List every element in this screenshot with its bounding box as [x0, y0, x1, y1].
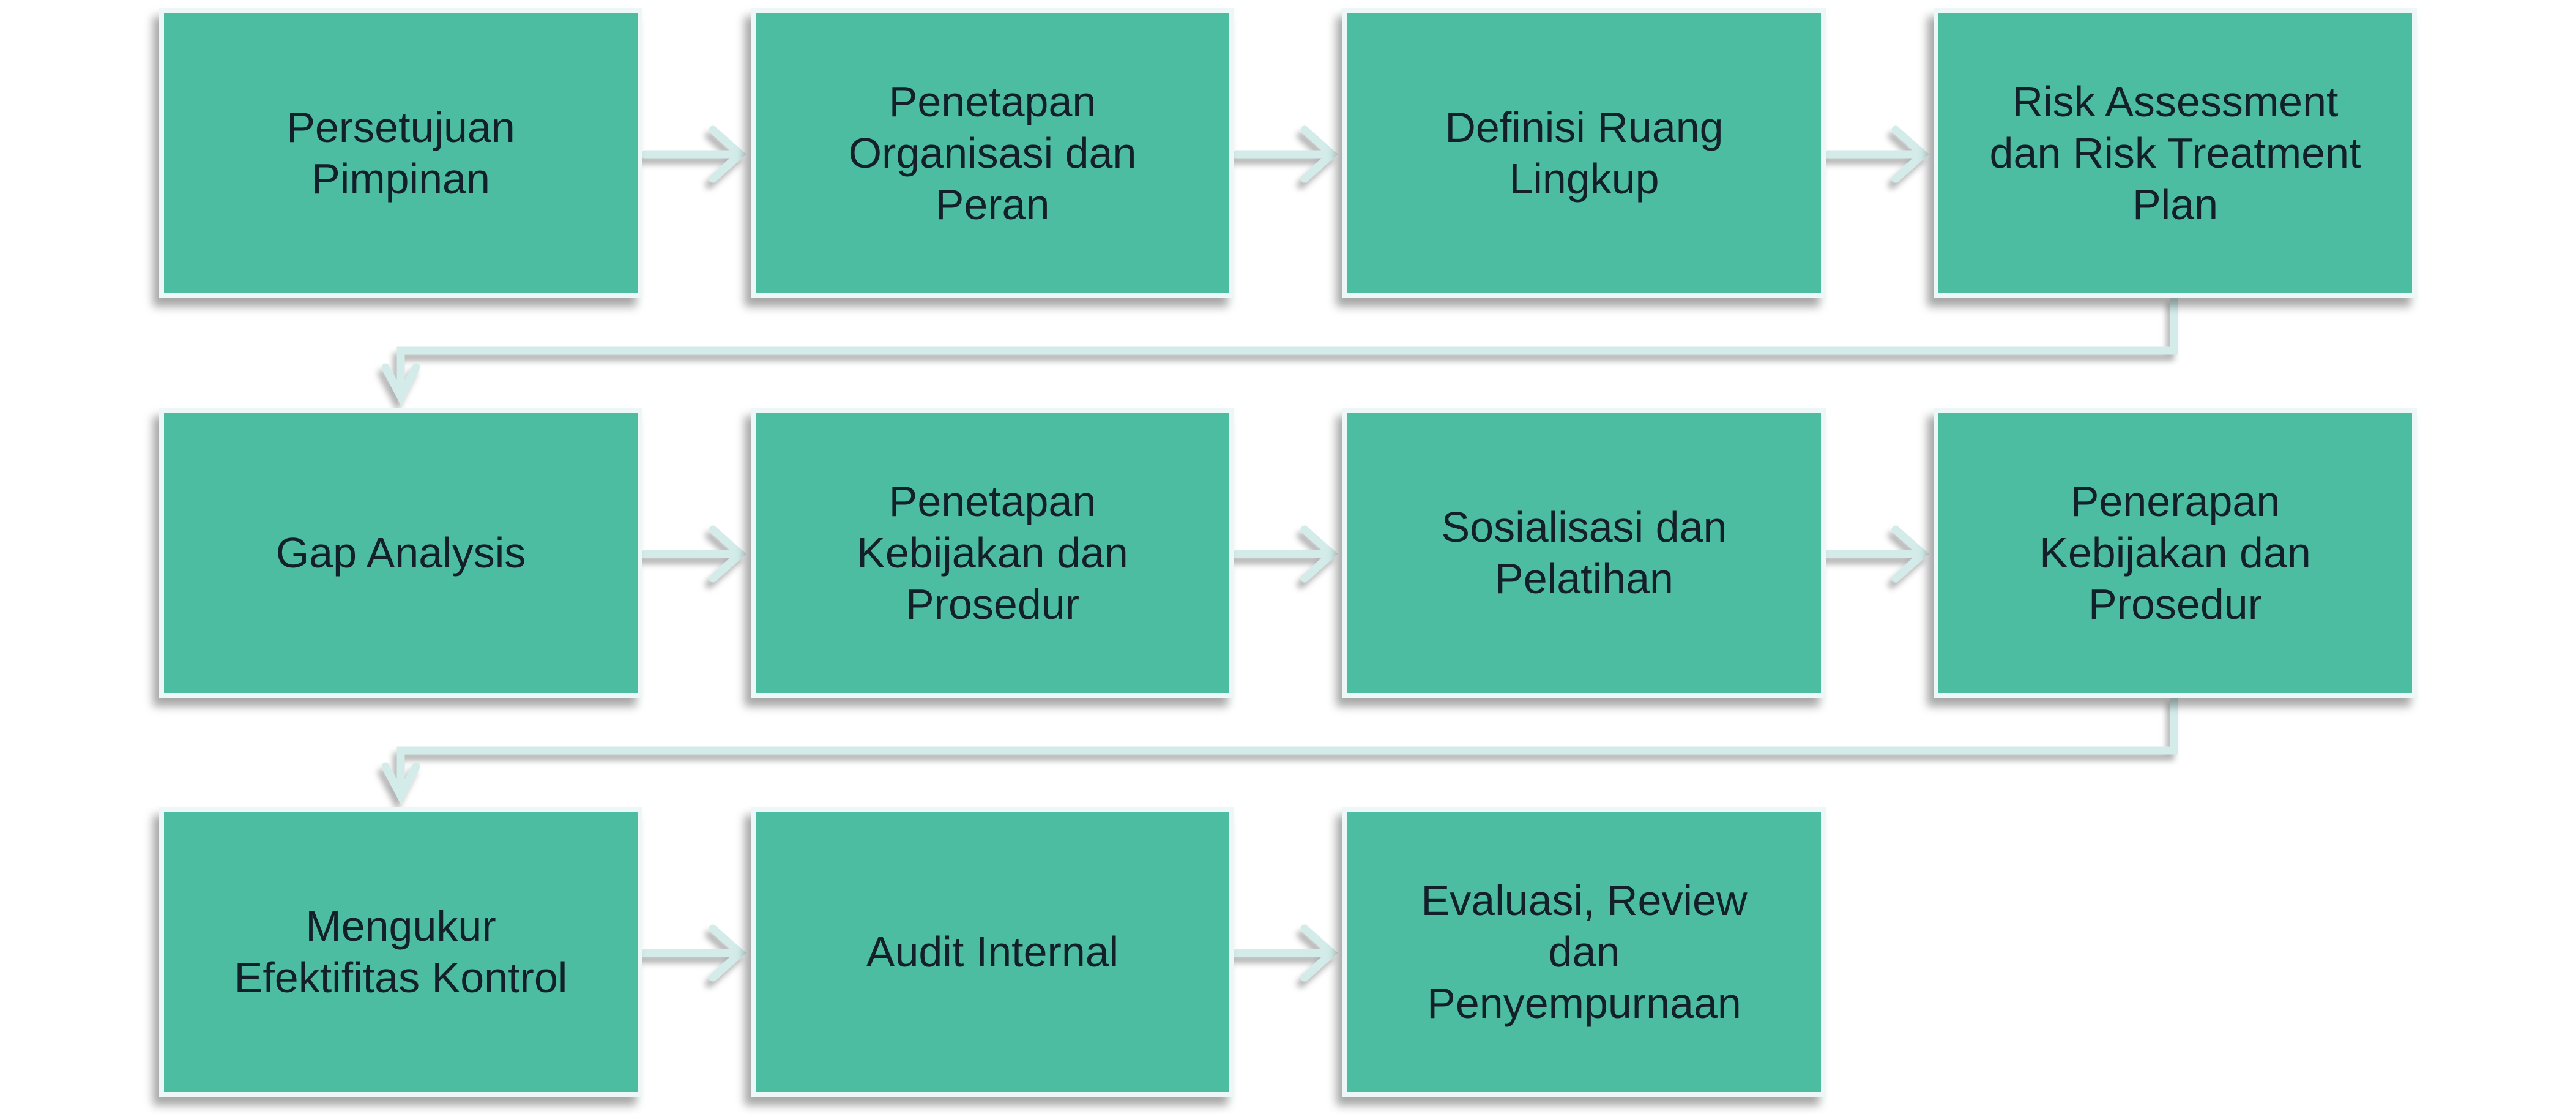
step-label: Gap Analysis: [275, 529, 526, 577]
step-label: Sosialisasi dan Pelatihan: [1441, 503, 1727, 602]
step-label: Penetapan Organisasi dan Peran: [848, 78, 1137, 228]
step-risk-assessment: Risk Assessment dan Risk Treatment Plan: [1934, 8, 2417, 298]
step-label: Risk Assessment dan Risk Treatment Plan: [1989, 78, 2361, 228]
step-penetapan-kebijakan: Penetapan Kebijakan dan Prosedur: [751, 408, 1234, 698]
step-label: Definisi Ruang Lingkup: [1445, 103, 1724, 203]
connector-8-9: [381, 695, 2178, 805]
step-audit-internal: Audit Internal: [751, 807, 1234, 1097]
arrow-1-2: [641, 125, 746, 183]
step-definisi-ruang-lingkup: Definisi Ruang Lingkup: [1342, 8, 1826, 298]
connector-4-5: [381, 296, 2178, 406]
step-penetapan-organisasi: Penetapan Organisasi dan Peran: [751, 8, 1234, 298]
step-persetujuan-pimpinan: Persetujuan Pimpinan: [159, 8, 642, 298]
step-evaluasi-review: Evaluasi, Review dan Penyempurnaan: [1342, 807, 1826, 1097]
step-gap-analysis: Gap Analysis: [159, 408, 642, 698]
step-label: Evaluasi, Review dan Penyempurnaan: [1421, 877, 1748, 1027]
arrow-6-7: [1232, 525, 1338, 583]
step-label: Penerapan Kebijakan dan Prosedur: [2039, 477, 2311, 628]
step-mengukur-efektifitas: Mengukur Efektifitas Kontrol: [159, 807, 642, 1097]
step-label: Audit Internal: [866, 928, 1119, 976]
arrow-5-6: [641, 525, 746, 583]
step-sosialisasi-pelatihan: Sosialisasi dan Pelatihan: [1342, 408, 1826, 698]
step-label: Mengukur Efektifitas Kontrol: [234, 902, 568, 1001]
arrow-9-10: [641, 924, 746, 982]
arrow-7-8: [1824, 525, 1929, 583]
step-label: Persetujuan Pimpinan: [286, 103, 515, 203]
arrow-10-11: [1232, 924, 1338, 982]
arrow-3-4: [1824, 125, 1929, 183]
step-label: Penetapan Kebijakan dan Prosedur: [857, 477, 1128, 628]
step-penerapan-kebijakan: Penerapan Kebijakan dan Prosedur: [1934, 408, 2417, 698]
arrow-2-3: [1232, 125, 1338, 183]
